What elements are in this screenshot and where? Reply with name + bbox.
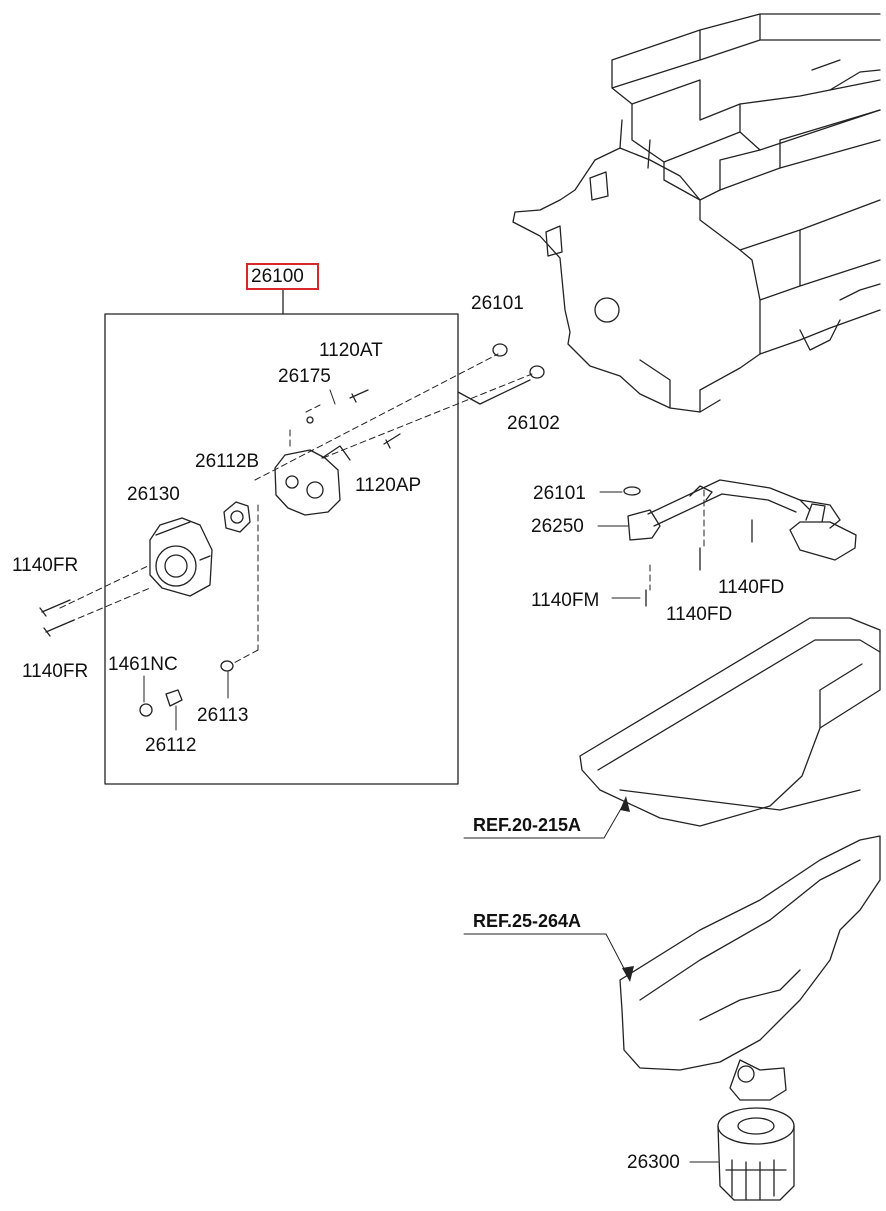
ref-20-215a-link[interactable]: REF.20-215A	[473, 815, 582, 835]
label-26300[interactable]: 26300	[627, 1152, 680, 1173]
oil-pump-body-illustration	[149, 517, 213, 597]
label-1140fr-lower[interactable]: 1140FR	[22, 661, 89, 682]
label-26112b[interactable]: 26112B	[195, 451, 260, 472]
assembly-frame	[104, 313, 459, 785]
label-26101-strainer[interactable]: 26101	[533, 483, 586, 504]
label-1120ap[interactable]: 1120AP	[355, 475, 422, 496]
label-26102[interactable]: 26102	[507, 413, 560, 434]
bolt-1140fr-upper-illustration	[39, 599, 71, 617]
bolt-1120at-illustration	[349, 389, 369, 403]
label-1140fm[interactable]: 1140FM	[531, 590, 600, 611]
oil-pan-illustration	[579, 617, 881, 827]
label-26130[interactable]: 26130	[127, 484, 180, 505]
engine-block-illustration	[512, 13, 881, 413]
label-26113[interactable]: 26113	[197, 705, 249, 726]
block-bracket-illustration	[619, 835, 881, 1101]
pump-cover-illustration	[274, 445, 351, 516]
seal-1461nc-illustration	[139, 703, 153, 717]
label-1140fd-b[interactable]: 1140FD	[718, 577, 785, 598]
label-1461nc[interactable]: 1461NC	[108, 654, 178, 675]
label-1120at[interactable]: 1120AT	[319, 340, 383, 361]
label-1140fr-upper[interactable]: 1140FR	[12, 555, 79, 576]
label-26175[interactable]: 26175	[278, 366, 331, 387]
ref-25-264a-link[interactable]: REF.25-264A	[473, 911, 582, 931]
screen-26101-illustration	[492, 343, 508, 357]
oring-26113-illustration	[220, 660, 234, 672]
label-26100[interactable]: 26100	[251, 266, 304, 287]
label-1140fd-a[interactable]: 1140FD	[666, 604, 733, 625]
bolt-1140fr-lower-illustration	[43, 619, 75, 637]
label-26101-screen[interactable]: 26101	[471, 293, 524, 314]
oil-filter-illustration	[717, 1107, 795, 1201]
oring-26102-illustration	[529, 365, 545, 379]
sleeve-26112-illustration	[165, 689, 183, 707]
bolt-1120ap-illustration	[383, 433, 401, 449]
screen-26101-b-illustration	[623, 486, 641, 496]
assembly-highlight-box	[246, 263, 319, 290]
label-26112[interactable]: 26112	[145, 735, 197, 756]
inner-rotor-illustration	[223, 501, 251, 533]
label-26250[interactable]: 26250	[531, 516, 584, 537]
pin-26175-illustration	[306, 416, 314, 424]
strainer-illustration	[627, 479, 857, 607]
